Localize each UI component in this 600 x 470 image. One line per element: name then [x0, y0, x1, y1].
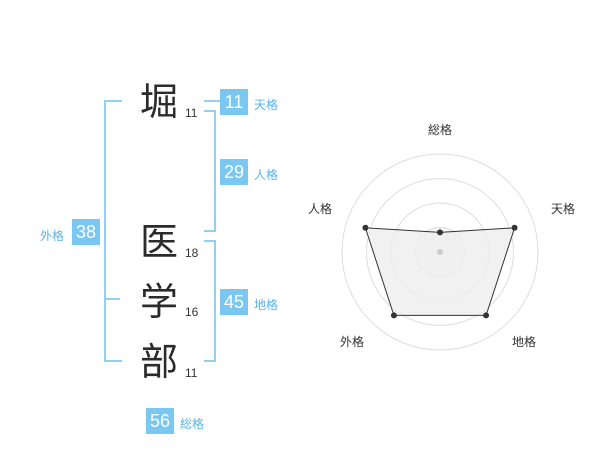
- name-char-1: 堀: [140, 80, 179, 124]
- jinkaku-value: 29: [220, 159, 248, 185]
- name-char-2: 医: [140, 220, 179, 264]
- radar-point-2: [483, 312, 490, 319]
- stroke-count-1: 11: [185, 106, 198, 120]
- gaikaku-bracket-mid: [104, 298, 120, 300]
- name-char-3: 学: [140, 280, 179, 324]
- radar-label-tenkaku: 天格: [551, 201, 575, 216]
- soukaku-value: 56: [146, 408, 174, 434]
- chikaku-bracket: [204, 240, 216, 362]
- stroke-count-2: 18: [185, 246, 199, 260]
- chikaku-value: 45: [220, 289, 248, 315]
- jinkaku-bracket: [204, 110, 216, 232]
- radar-shape: [364, 227, 516, 316]
- radar-point-1: [511, 224, 518, 231]
- jinkaku-label: 人格: [254, 168, 279, 182]
- radar-label-gaikaku: 外格: [340, 334, 364, 349]
- tenkaku-value: 11: [220, 89, 248, 115]
- radar-point-3: [390, 312, 397, 319]
- stroke-count-4: 11: [185, 366, 198, 380]
- stroke-count-3: 16: [185, 305, 199, 319]
- name-char-4: 部: [140, 340, 179, 384]
- radar-point-0: [437, 229, 443, 236]
- soukaku-label: 総格: [180, 417, 205, 431]
- gaikaku-bracket: [104, 100, 122, 362]
- radar-label-jinkaku: 人格: [308, 201, 332, 216]
- radar-label-chikaku: 地格: [512, 334, 536, 349]
- gaikaku-value: 38: [72, 219, 100, 245]
- radar-point-4: [362, 224, 369, 231]
- chikaku-label: 地格: [254, 298, 279, 312]
- radar-label-soukaku: 総格: [428, 122, 452, 137]
- gaikaku-label: 外格: [40, 229, 65, 243]
- radar-center: [437, 249, 443, 255]
- tenkaku-label: 天格: [254, 98, 279, 112]
- tenkaku-bracket: [204, 100, 220, 102]
